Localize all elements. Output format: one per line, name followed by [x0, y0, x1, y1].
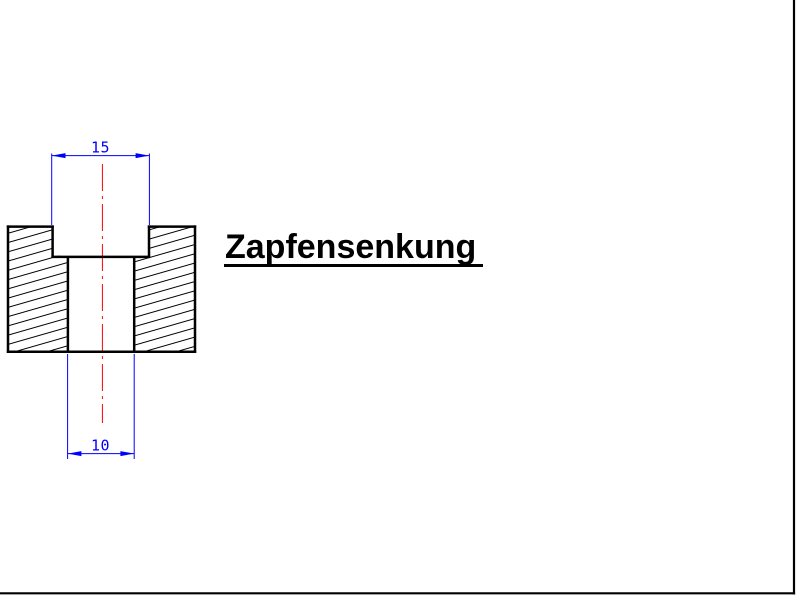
- arrowhead-bottom-left: [67, 451, 82, 457]
- hatch-area-right: [135, 227, 195, 351]
- dimension-label-hole: 10: [91, 437, 110, 455]
- dimension-label-counterbore: 15: [91, 139, 110, 157]
- part-outline: [6, 225, 197, 353]
- arrowhead-bottom-right: [120, 451, 135, 457]
- arrowhead-top-right: [135, 153, 150, 159]
- dimension-counterbore: [51, 153, 150, 225]
- hatch-area-left: [8, 227, 67, 351]
- arrowhead-top-left: [51, 153, 66, 159]
- page-title: Zapfensenkung: [224, 230, 484, 267]
